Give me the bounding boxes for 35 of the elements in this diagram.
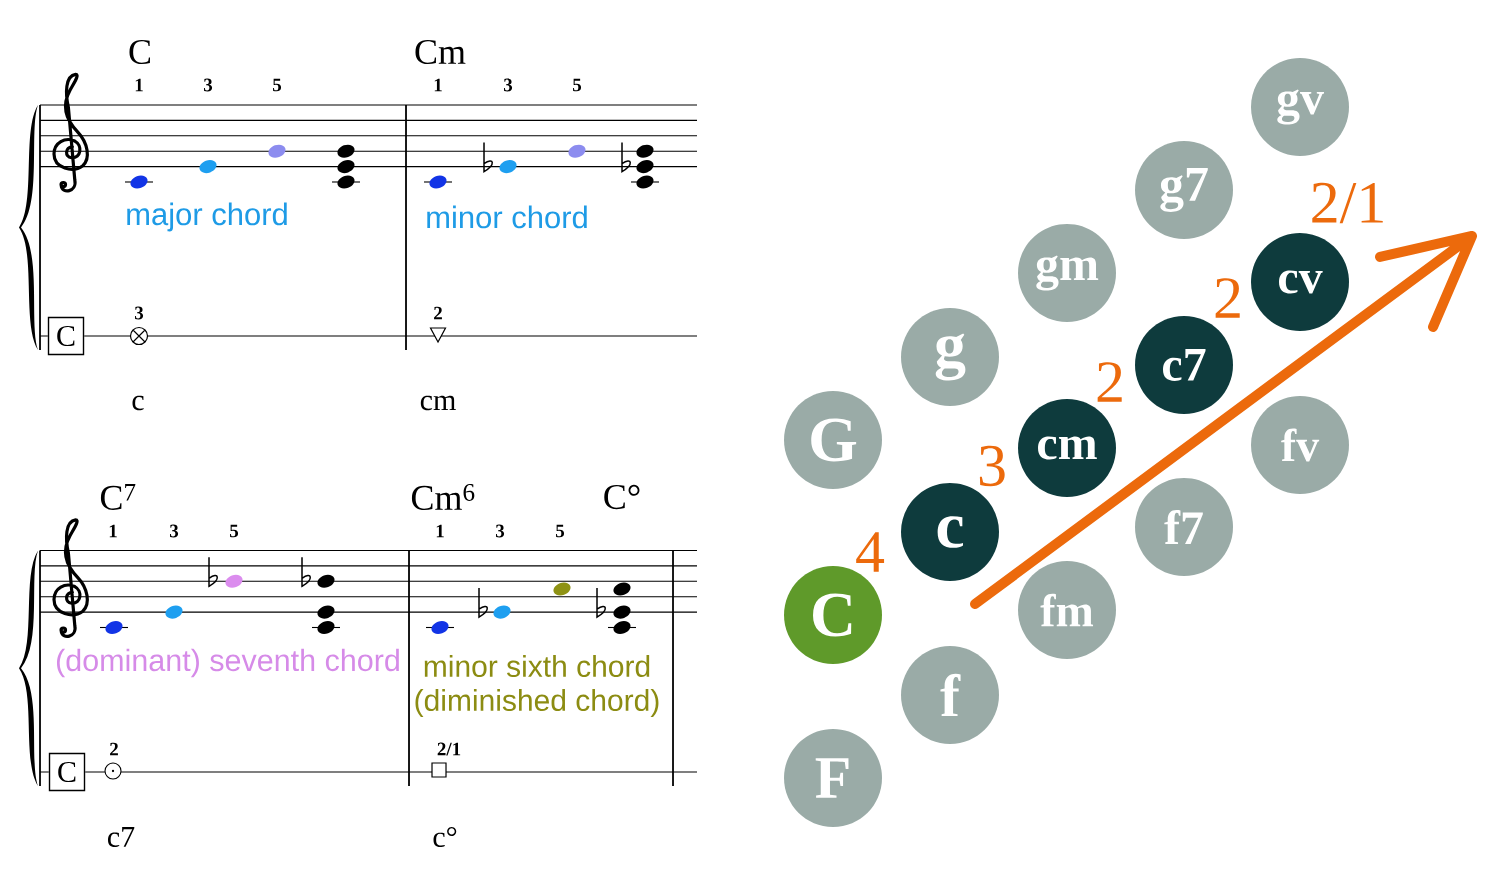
degree-number: 1: [434, 78, 442, 92]
chord-name: c: [132, 395, 144, 411]
degree-number: 5: [273, 78, 282, 92]
degree-number: 5: [573, 78, 582, 92]
chord-symbol: C: [129, 39, 150, 65]
chord-symbol: Cm: [415, 39, 466, 65]
chord-symbol: Cm$^{6}$: [411, 483, 475, 510]
step-number: 2: [1097, 362, 1122, 402]
degree-number: 3: [504, 78, 513, 92]
chord-type-label: minor sixth chord: [424, 655, 650, 677]
chord-type-label: major chord: [127, 202, 287, 232]
chord-type-label: (diminished chord): [415, 689, 659, 717]
chord-name: c7: [108, 827, 135, 847]
degree-number: 1: [109, 524, 117, 538]
degree-number: 3: [496, 524, 505, 538]
step-number: 2/1: [1312, 182, 1383, 224]
count-number: 3: [135, 306, 144, 320]
degree-number: 5: [230, 524, 239, 538]
degree-number: 3: [204, 78, 213, 92]
chord-type-label: minor chord: [427, 205, 587, 229]
degree-number: 3: [170, 524, 179, 538]
chord-name: cm: [420, 395, 456, 411]
chord-symbol: C$^{7}$: [100, 484, 136, 510]
degree-number: 1: [135, 78, 143, 92]
count-number: 2/1: [437, 742, 461, 756]
count-number: 2: [110, 742, 118, 756]
step-number: 2: [1215, 278, 1240, 318]
letter-box: C: [47, 316, 85, 356]
chord-type-label: (dominant) seventh chord: [57, 648, 399, 678]
count-number: 2: [434, 306, 442, 320]
chord-symbol: C°: [604, 484, 640, 510]
degree-number: 5: [556, 524, 565, 538]
chord-name: c°: [433, 826, 457, 848]
degree-number: 1: [436, 524, 444, 538]
letter-box: C: [48, 752, 86, 792]
